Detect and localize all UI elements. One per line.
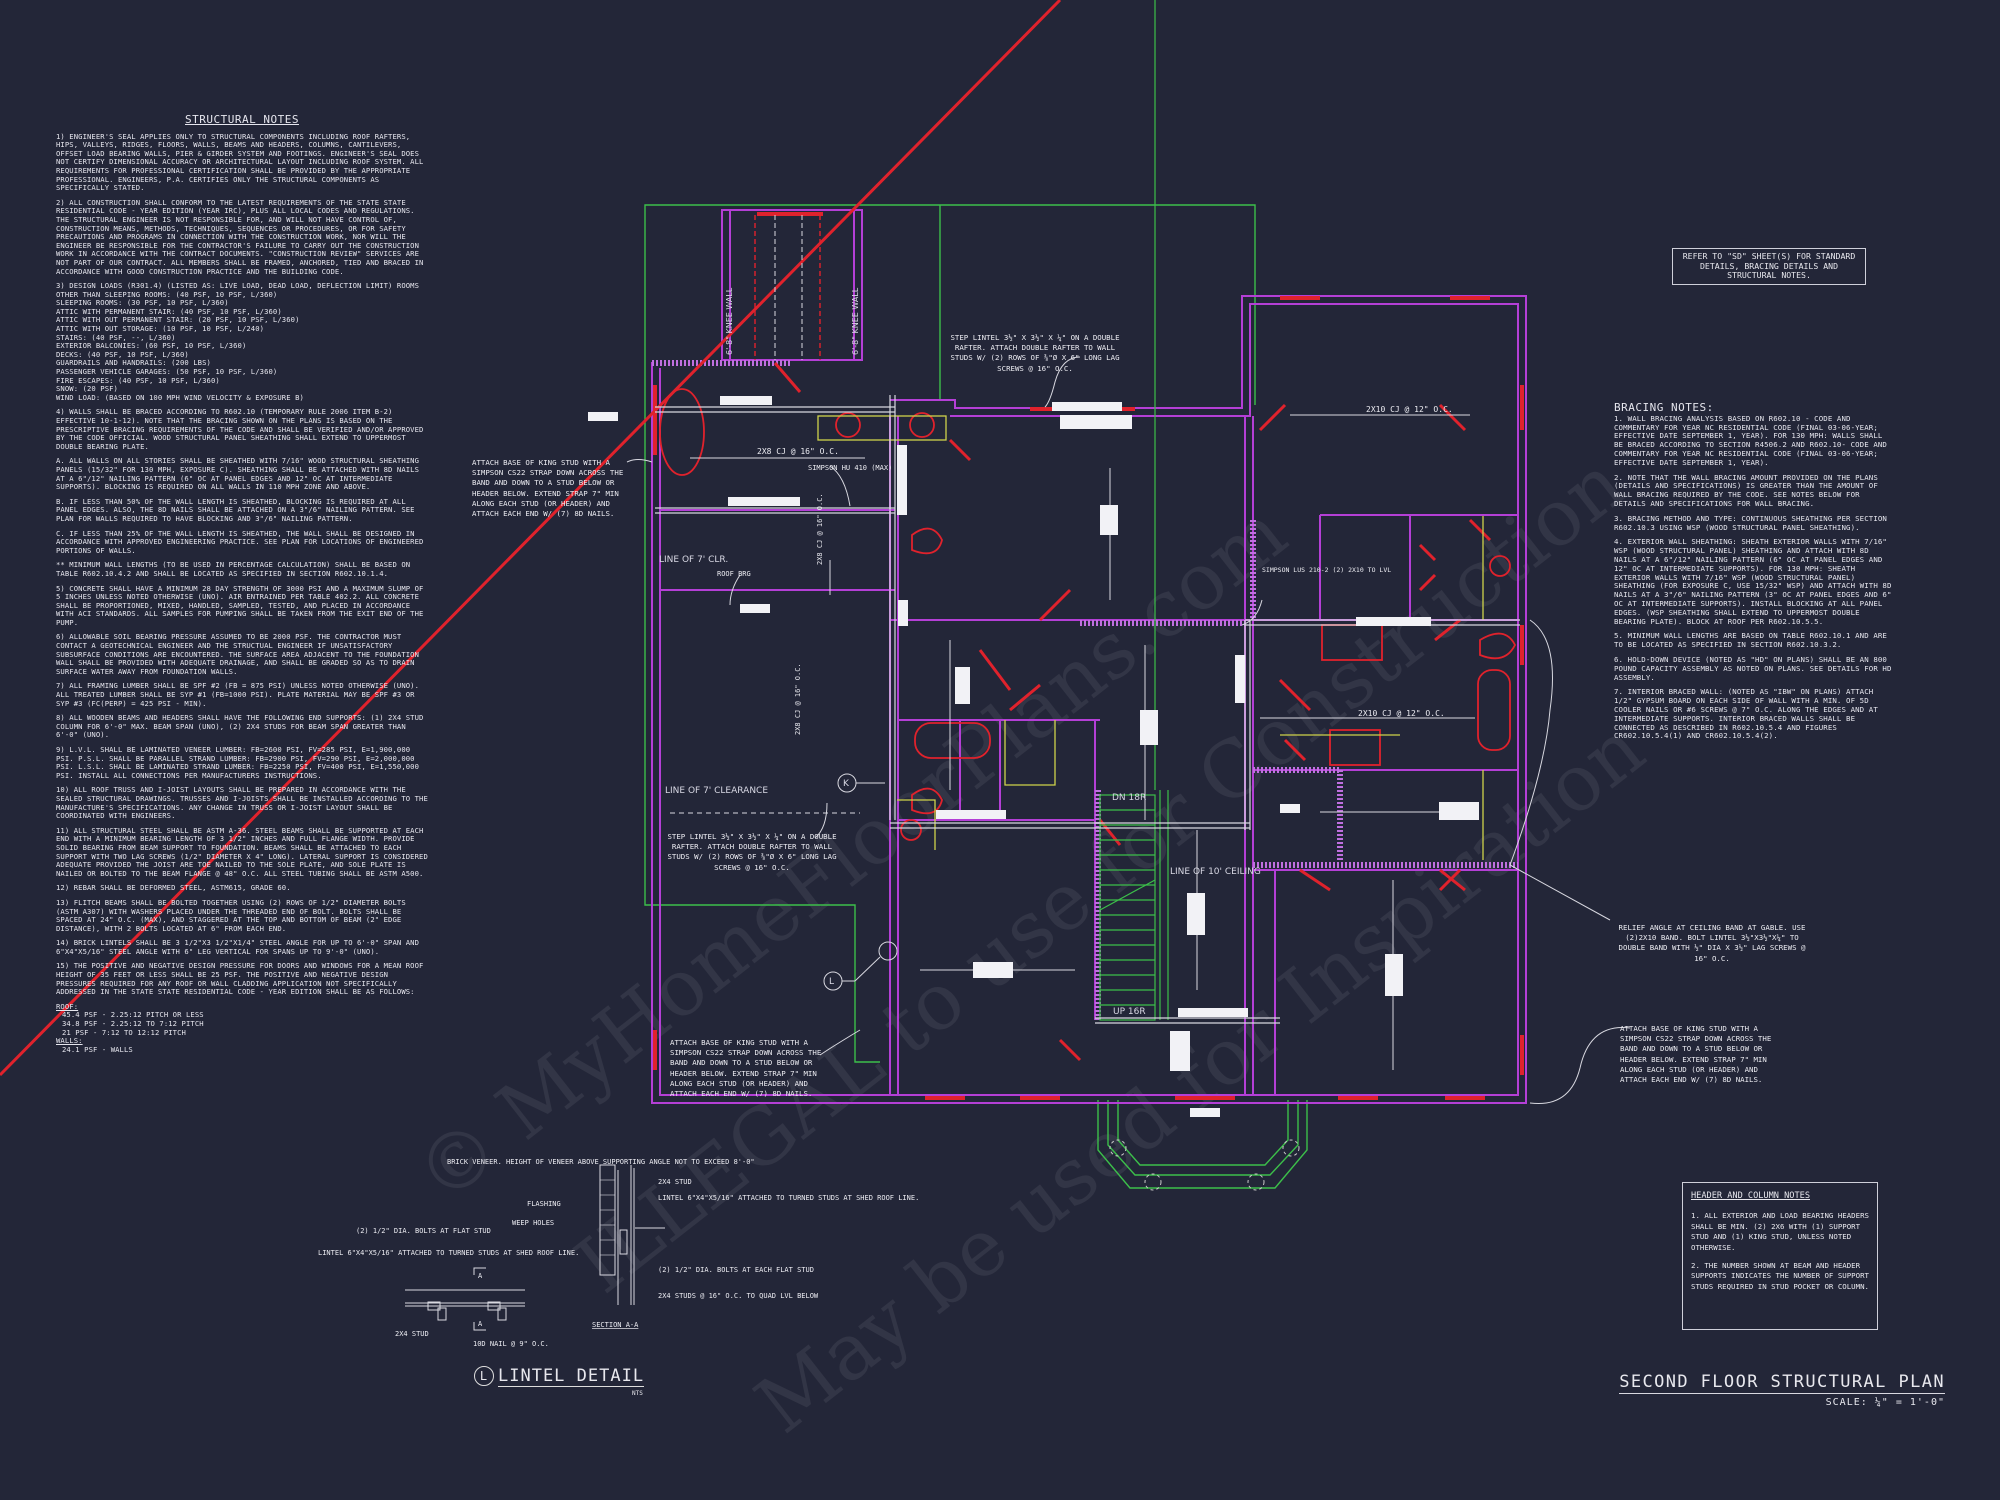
bracing-notes: BRACING NOTES: 1. WALL BRACING ANALYSIS … — [1614, 401, 1894, 747]
hatched-walls — [652, 360, 1518, 1020]
structural-note-5: 5) CONCRETE SHALL HAVE A MINIMUM 28 DAY … — [56, 583, 424, 627]
knee-wall-label-left: 6'-8" KNEE WALL — [725, 287, 734, 355]
king-stud-strap-callout-top: ATTACH BASE OF KING STUD WITH A SIMPSON … — [472, 458, 624, 519]
cj-2x8-horizontal: 2x8 CJ @ 16" O.C. — [757, 447, 839, 456]
roof-pressure-2: 34.8 PSF - 2.25:12 TO 7:12 PITCH — [62, 1019, 204, 1029]
drawing-scale: SCALE: ¼" = 1'-0" — [1825, 1397, 1945, 1408]
refer-sd-sheet-box: REFER TO "SD" SHEET(S) FOR STANDARD DETA… — [1672, 248, 1866, 285]
header-column-notes: HEADER AND COLUMN NOTES 1. ALL EXTERIOR … — [1682, 1182, 1878, 1330]
bay-posts — [1109, 1139, 1300, 1191]
section-aa-label: SECTION A-A — [592, 1321, 639, 1329]
structural-note-11: 11) ALL STRUCTURAL STEEL SHALL BE ASTM A… — [56, 825, 428, 878]
structural-note-8: 8) ALL WOODEN BEAMS AND HEADERS SHALL HA… — [56, 713, 424, 740]
lintel-detail-title-text: LINTEL DETAIL — [498, 1366, 645, 1387]
section-tags — [823, 773, 898, 991]
beam-tags — [588, 396, 1479, 1117]
cj-2x8-vertical-2: 2x8 CJ @ 16" O.C. — [794, 663, 802, 735]
cj-2x8-vertical: 2x8 CJ @ 16" O.C. — [816, 493, 824, 565]
structural-notes: STRUCTURAL NOTES 1) ENGINEER'S SEAL APPL… — [56, 113, 428, 1055]
bracing-note-2: 2. NOTE THAT THE WALL BRACING AMOUNT PRO… — [1614, 472, 1878, 508]
structural-note-7: 7) ALL FRAMING LUMBER SHALL BE SPF #2 (F… — [56, 681, 420, 708]
line-7-clr-label: LINE OF 7' CLR. — [659, 555, 728, 565]
structural-note-10: 10) ALL ROOF TRUSS AND I-JOIST LAYOUTS S… — [56, 785, 428, 821]
section-mark-a-bottom: A — [478, 1320, 483, 1328]
structural-note-12: 12) REBAR SHALL BE DEFORMED STEEL, ASTM6… — [56, 883, 291, 893]
structural-note-15: 15) THE POSITIVE AND NEGATIVE DESIGN PRE… — [56, 961, 424, 997]
lintel-detail-labels: BRICK VENEER. HEIGHT OF VENEER ABOVE SUP… — [318, 1158, 919, 1348]
king-stud-strap-callout-bottom: ATTACH BASE OF KING STUD WITH A SIMPSON … — [670, 1038, 822, 1099]
lintel-detail-tag: L — [474, 1366, 494, 1386]
bracing-note-4: 4. EXTERIOR WALL SHEATHING: SHEATH EXTER… — [1614, 537, 1892, 626]
stair-dn-label: DN 18R — [1112, 793, 1146, 803]
structural-note-9: 9) L.V.L. SHALL BE LAMINATED VENEER LUMB… — [56, 745, 420, 780]
studs-16-label: 2X4 STUDS @ 16" O.C. TO QUAD LVL BELOW — [658, 1292, 819, 1300]
structural-note-13: 13) FLITCH BEAMS SHALL BE BOLTED TOGETHE… — [56, 897, 406, 933]
bracing-note-5: 5. MINIMUM WALL LENGTHS ARE BASED ON TAB… — [1614, 631, 1887, 650]
lintel-right-label: LINTEL 6"x4"x5/16" ATTACHED TO TURNED ST… — [658, 1194, 919, 1202]
line-7-clearance-label: LINE OF 7' CLEARANCE — [665, 786, 768, 796]
step-lintel-callout-top: STEP LINTEL 3½" x 3½" x ¼" ON A DOUBLE R… — [950, 333, 1120, 373]
bolts-flat-stud-label: (2) 1/2" DIA. BOLTS AT FLAT STUD — [356, 1227, 491, 1235]
walls-pressure-1: 24.1 PSF - WALLS — [62, 1044, 133, 1054]
structural-note-4: 4) WALLS SHALL BE BRACED ACCORDING TO R6… — [56, 407, 424, 451]
nail-label: 10d NAIL @ 9" O.C. — [473, 1340, 549, 1348]
header-column-note-2: 2. THE NUMBER SHOWN AT BEAM AND HEADER S… — [1691, 1261, 1869, 1291]
stair-up-label: UP 16R — [1113, 1007, 1146, 1017]
section-mark-a-top: A — [478, 1272, 483, 1280]
structural-note-14: 14) BRICK LINTELS SHALL BE 3 1/2"x3 1/2"… — [56, 938, 420, 956]
bracing-note-7: 7. INTERIOR BRACED WALL: (NOTED AS "IBW"… — [1614, 687, 1878, 741]
structural-note-4c: C. IF LESS THAN 25% OF THE WALL LENGTH I… — [56, 528, 424, 555]
step-lintel-callout-bottom: STEP LINTEL 3½" x 3½" x ¼" ON A DOUBLE R… — [667, 832, 837, 872]
structural-note-4b: B. IF LESS THAN 50% OF THE WALL LENGTH I… — [56, 496, 415, 523]
tag-l: L — [829, 977, 834, 987]
bracing-note-3: 3. BRACING METHOD AND TYPE: CONTINUOUS S… — [1614, 513, 1887, 532]
drawing-title: SECOND FLOOR STRUCTURAL PLAN — [1619, 1372, 1945, 1394]
roof-pressure-3: 21 PSF - 7:12 TO 12:12 PITCH — [62, 1027, 186, 1037]
line-10-ceiling-label: LINE OF 10' CEILING — [1170, 867, 1261, 877]
tag-k: K — [843, 779, 850, 789]
structural-note-3: 3) DESIGN LOADS (R301.4) (LISTED AS: LIV… — [56, 281, 420, 402]
weep-holes-label: WEEP HOLES — [512, 1219, 554, 1227]
doors — [0, 0, 1492, 1077]
stud-2x4-left-label: 2x4 STUD — [395, 1330, 429, 1338]
title-block: SECOND FLOOR STRUCTURAL PLAN SCALE: ¼" =… — [1573, 1372, 1945, 1408]
yellow-fixtures — [817, 415, 1484, 860]
knee-wall-chase — [754, 215, 821, 360]
structural-notes-title: STRUCTURAL NOTES — [185, 113, 299, 126]
knee-wall-label-right: 6'-8" KNEE WALL — [851, 287, 860, 355]
stud-2x4-right-label: 2x4 STUD — [658, 1178, 692, 1186]
structural-note-min-wall: ** MINIMUM WALL LENGTHS (TO BE USED IN P… — [56, 560, 411, 578]
cj-2x10-mid: 2x10 CJ @ 12" O.C. — [1358, 709, 1445, 718]
lintel-detail-drawing — [405, 1164, 665, 1331]
relief-angle-callout: RELIEF ANGLE AT CEILING BAND AT GABLE. U… — [1618, 923, 1806, 963]
flashing-label: FLASHING — [527, 1200, 561, 1208]
brick-hatch — [600, 1179, 615, 1256]
roof-pressure-label: ROOF: — [56, 1001, 79, 1011]
structural-note-4a: A. ALL WALLS ON ALL STORIES SHALL BE SHE… — [56, 456, 420, 492]
bracing-note-6: 6. HOLD-DOWN DEVICE (NOTED AS "HD" ON PL… — [1614, 654, 1892, 682]
bracing-notes-title: BRACING NOTES: — [1614, 401, 1714, 414]
header-column-notes-title: HEADER AND COLUMN NOTES — [1691, 1191, 1810, 1201]
cj-2x10-top: 2x10 CJ @ 12" O.C. — [1366, 405, 1453, 414]
leader-lines — [626, 356, 1631, 1105]
simpson-hu-label: SIMPSON HU 410 (MAX) — [808, 464, 892, 472]
header-column-note-1: 1. ALL EXTERIOR AND LOAD BEARING HEADERS… — [1691, 1211, 1869, 1252]
king-stud-strap-callout-right: ATTACH BASE OF KING STUD WITH A SIMPSON … — [1620, 1024, 1772, 1085]
lintel-left-label: LINTEL 6"x4"x5/16" ATTACHED TO TURNED ST… — [318, 1249, 579, 1257]
structural-note-1: 1) ENGINEER'S SEAL APPLIES ONLY TO STRUC… — [56, 131, 424, 193]
bolts-each-stud-label: (2) 1/2" DIA. BOLTS AT EACH FLAT STUD — [658, 1266, 814, 1274]
bracing-note-1: 1. WALL BRACING ANALYSIS BASED ON R602.1… — [1614, 413, 1887, 467]
pressure-table: ROOF: 45.4 PSF - 2.25:12 PITCH OR LESS 3… — [56, 1001, 428, 1055]
structural-note-2: 2) ALL CONSTRUCTION SHALL CONFORM TO THE… — [56, 197, 424, 276]
walls-pressure-label: WALLS: — [56, 1036, 83, 1046]
roof-pressure-1: 45.4 PSF - 2.25:12 PITCH OR LESS — [62, 1010, 204, 1020]
brick-veneer-label: BRICK VENEER. HEIGHT OF VENEER ABOVE SUP… — [447, 1158, 755, 1166]
fixtures — [659, 388, 1517, 841]
structural-note-6: 6) ALLOWABLE SOIL BEARING PRESSURE ASSUM… — [56, 632, 420, 676]
lintel-detail-scale: NTS — [632, 1390, 643, 1397]
roof-brg-label: ROOF BRG — [717, 570, 751, 578]
simpson-lus-label: SIMPSON LUS 210-2 (2) 2x10 TO LVL — [1262, 566, 1391, 574]
